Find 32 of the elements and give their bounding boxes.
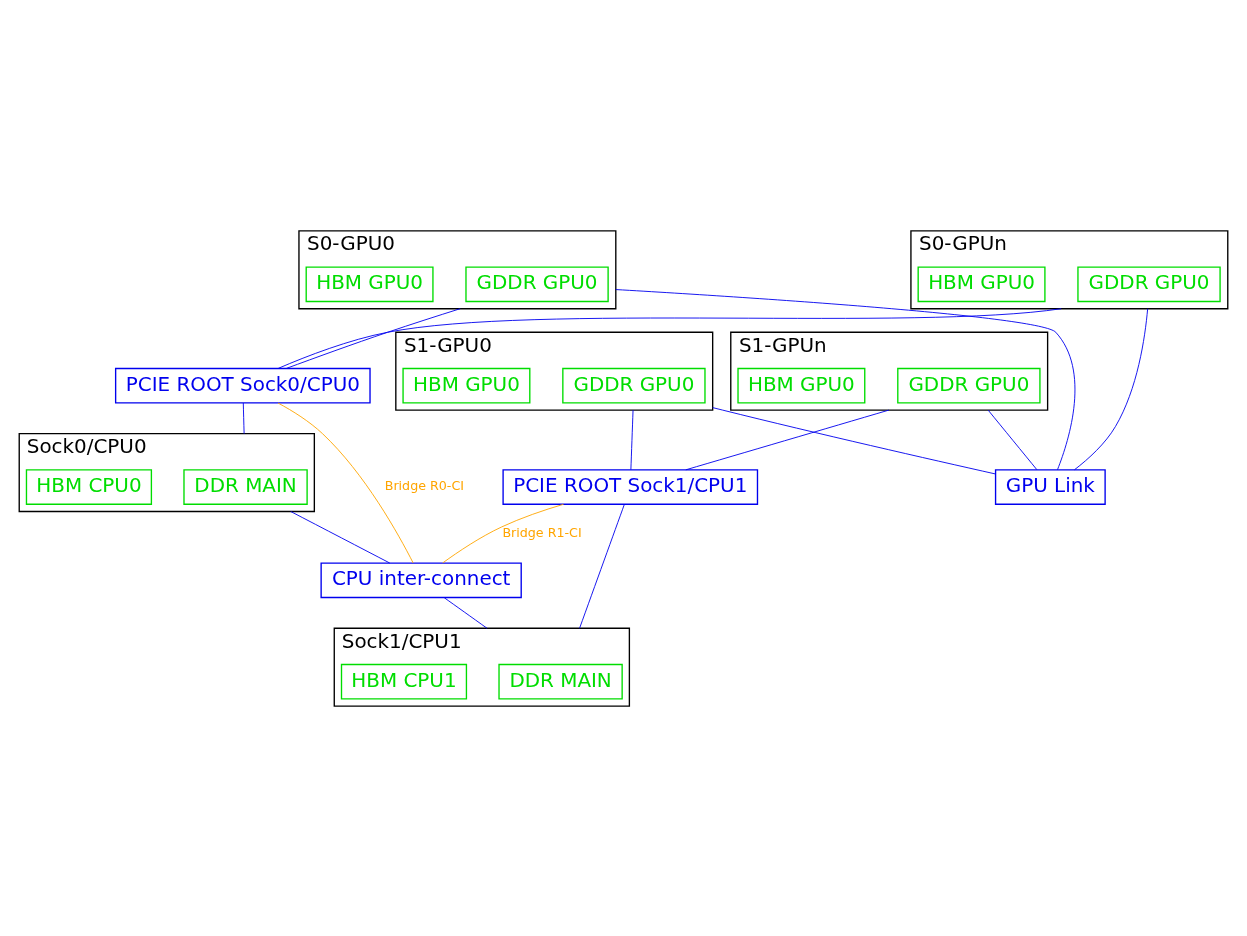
- node-box: CPU inter-connect: [320, 561, 522, 598]
- connector: [987, 409, 1038, 470]
- connector: [443, 596, 488, 629]
- node-box: PCIE ROOT Sock0/CPU0: [114, 367, 371, 404]
- node-box: HBM GPU0: [402, 367, 531, 404]
- node-box: GDDR GPU0: [1077, 265, 1221, 302]
- node-box: DDR MAIN: [183, 468, 308, 505]
- edge-label: Bridge R1-CI: [502, 524, 582, 540]
- node-box: GDDR GPU0: [562, 367, 706, 404]
- connector: [579, 503, 625, 629]
- connector: [442, 503, 564, 563]
- connector: [1074, 307, 1149, 470]
- node-box: DDR MAIN: [498, 663, 623, 700]
- connector: [285, 307, 461, 369]
- node-box: HBM CPU1: [340, 663, 468, 700]
- connector: [630, 409, 634, 470]
- node-box: GPU Link: [994, 468, 1106, 505]
- node-box: HBM CPU0: [25, 468, 153, 505]
- node-box: HBM GPU0: [305, 265, 434, 302]
- connector: [277, 402, 414, 563]
- node-box: HBM GPU0: [917, 265, 1046, 302]
- connector: [712, 406, 996, 474]
- connector: [277, 307, 1062, 369]
- node-box: HBM GPU0: [737, 367, 866, 404]
- edge-label: Bridge R0-CI: [384, 477, 464, 493]
- node-box: GDDR GPU0: [897, 367, 1041, 404]
- connector: [290, 510, 391, 563]
- connector: [242, 402, 245, 434]
- connector: [615, 288, 1076, 470]
- node-box: GDDR GPU0: [465, 265, 609, 302]
- node-box: PCIE ROOT Sock1/CPU1: [502, 468, 759, 505]
- connector: [685, 409, 890, 470]
